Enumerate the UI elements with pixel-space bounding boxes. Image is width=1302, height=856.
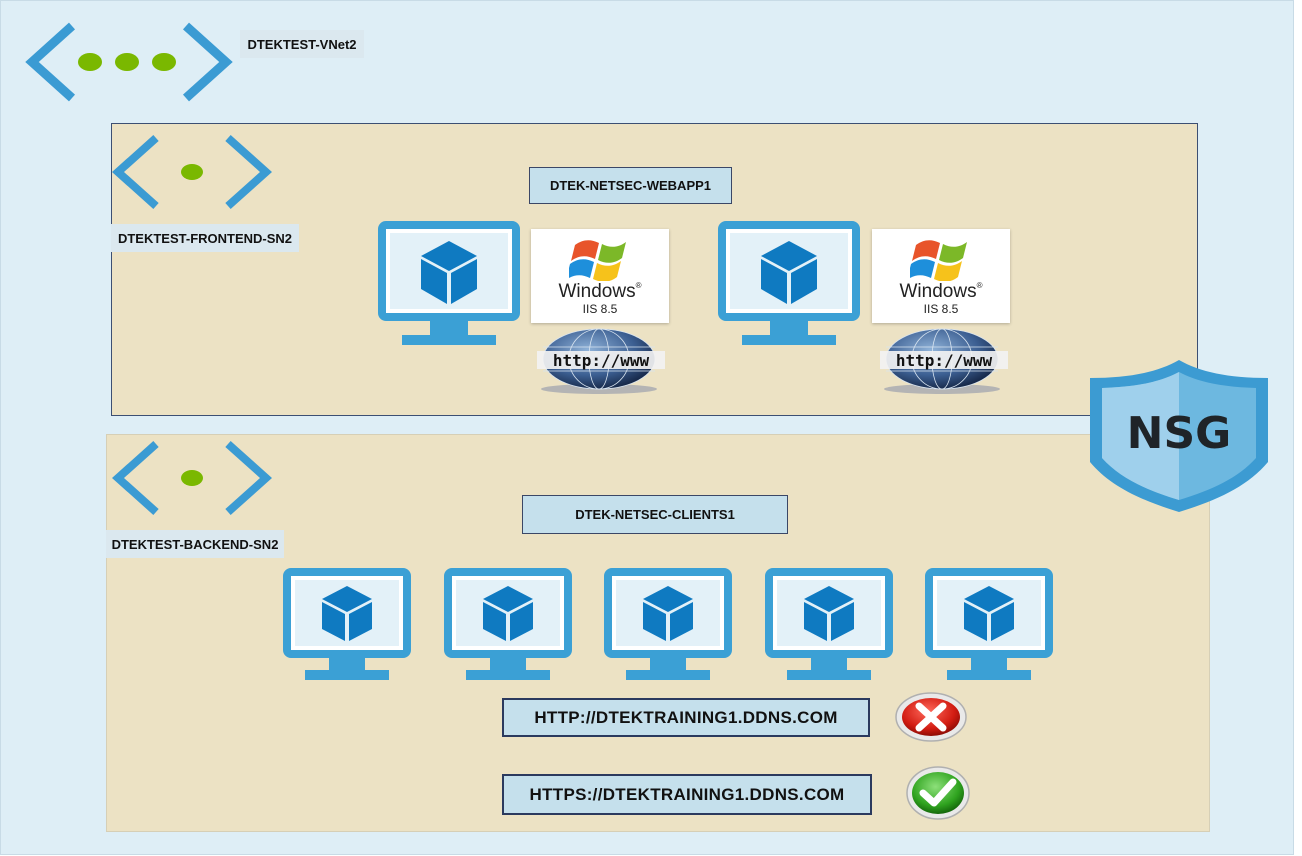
client-vm-icon [604,568,732,680]
vnet-icon [25,22,233,102]
nsg-shield-icon: NSG [1090,360,1268,512]
frontend-subnet-icon [112,135,272,209]
globe-text: http://www [896,351,993,370]
windows-reg-mark: ® [976,281,983,290]
client-vm-icon [765,568,893,680]
iis-version-text: IIS 8.5 [582,302,618,316]
vm-icon [378,221,520,345]
www-globe-icon: http://www [880,328,1008,394]
iis-server-logo: Windows® IIS 8.5 [872,229,1010,323]
backend-subnet-icon [112,441,272,515]
windows-flag-icon [569,240,626,281]
nsg-label: NSG [1127,408,1232,459]
windows-brand-text: Windows [899,281,977,302]
windows-flag-icon [910,240,967,281]
check-icon [906,766,970,820]
frontend-subnet-label: DTEKTEST-FRONTEND-SN2 [111,224,299,252]
vm-icon [718,221,860,345]
globe-text: http://www [553,351,650,370]
vnet-label: DTEKTEST-VNet2 [240,30,364,58]
backend-subnet-label: DTEKTEST-BACKEND-SN2 [106,530,284,558]
http-url-label: HTTP://DTEKTRAINING1.DDNS.COM [502,698,870,737]
iis-server-logo: Windows® IIS 8.5 [531,229,669,323]
client-vm-icon [444,568,572,680]
windows-reg-mark: ® [635,281,642,290]
webapp-group-label: DTEK-NETSEC-WEBAPP1 [529,167,732,204]
clients-group-label: DTEK-NETSEC-CLIENTS1 [522,495,788,534]
iis-version-text: IIS 8.5 [923,302,959,316]
windows-brand-text: Windows [558,281,636,302]
www-globe-icon: http://www [537,328,665,394]
x-icon [895,692,967,742]
client-vm-icon [283,568,411,680]
https-url-label: HTTPS://DTEKTRAINING1.DDNS.COM [502,774,872,815]
client-vm-icon [925,568,1053,680]
